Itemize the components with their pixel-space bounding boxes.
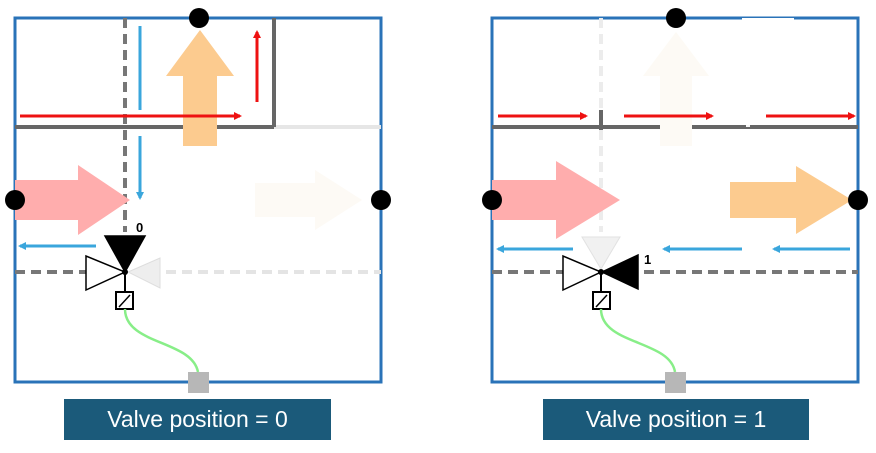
actuator-mark (595, 294, 608, 308)
duct-gap (742, 18, 794, 125)
sensor-square-icon (188, 372, 209, 393)
caption-left: Valve position = 0 (64, 399, 331, 440)
connection-node-icon (848, 190, 868, 210)
signal-wire (123, 308, 200, 373)
faded-flow-arrow (255, 170, 362, 230)
orange-flow-arrow (730, 166, 852, 234)
orange-flow-up-arrow-faded (643, 32, 709, 146)
actuator-mark (118, 294, 131, 308)
three-way-valve-icon (85, 235, 161, 292)
connection-node-icon (189, 8, 209, 28)
connection-node-icon (5, 190, 25, 210)
valve-position-label: 0 (136, 220, 143, 235)
panel-right: 1 (482, 8, 868, 393)
pink-flow-arrow (492, 161, 620, 239)
three-way-valve-icon (562, 236, 639, 292)
pink-flow-arrow (15, 165, 130, 235)
valve-position-label: 1 (644, 252, 651, 267)
caption-right: Valve position = 1 (543, 399, 809, 440)
connection-node-icon (666, 8, 686, 28)
signal-wire (599, 308, 677, 373)
connection-node-icon (371, 190, 391, 210)
panel-left: 0 (5, 8, 391, 393)
sensor-square-icon (665, 372, 686, 393)
connection-node-icon (482, 190, 502, 210)
